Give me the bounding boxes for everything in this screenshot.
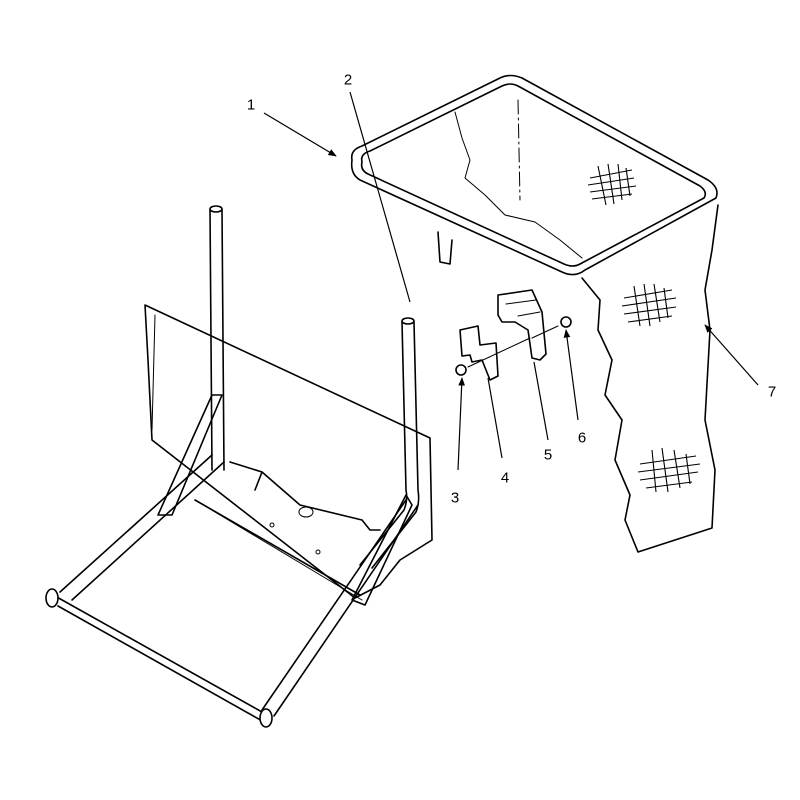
callout-2: 2	[343, 71, 353, 89]
bag-mesh-patch	[587, 163, 637, 206]
support-frame	[45, 205, 433, 728]
leader-5	[533, 361, 549, 441]
callout-7: 7	[767, 383, 777, 401]
bag-mesh-patch	[621, 283, 677, 327]
leader-3	[457, 377, 466, 471]
mount-bracket-lower	[459, 325, 499, 381]
callout-3: 3	[450, 489, 460, 507]
bag-mesh-patch	[637, 447, 701, 493]
grass-bag	[454, 99, 719, 553]
bag-frame	[350, 74, 718, 276]
leader-4	[487, 377, 503, 459]
leader-1	[263, 112, 337, 157]
callout-4: 4	[500, 469, 510, 487]
hardware-nut	[455, 337, 531, 376]
callout-5: 5	[543, 446, 553, 464]
mount-bracket-upper	[497, 289, 547, 361]
callout-6: 6	[577, 429, 587, 447]
leader-2	[349, 91, 411, 303]
leader-6	[563, 329, 579, 421]
hardware-screw	[531, 316, 572, 339]
leader-lines	[263, 91, 759, 471]
callout-1: 1	[246, 96, 256, 114]
leader-7	[704, 324, 759, 386]
